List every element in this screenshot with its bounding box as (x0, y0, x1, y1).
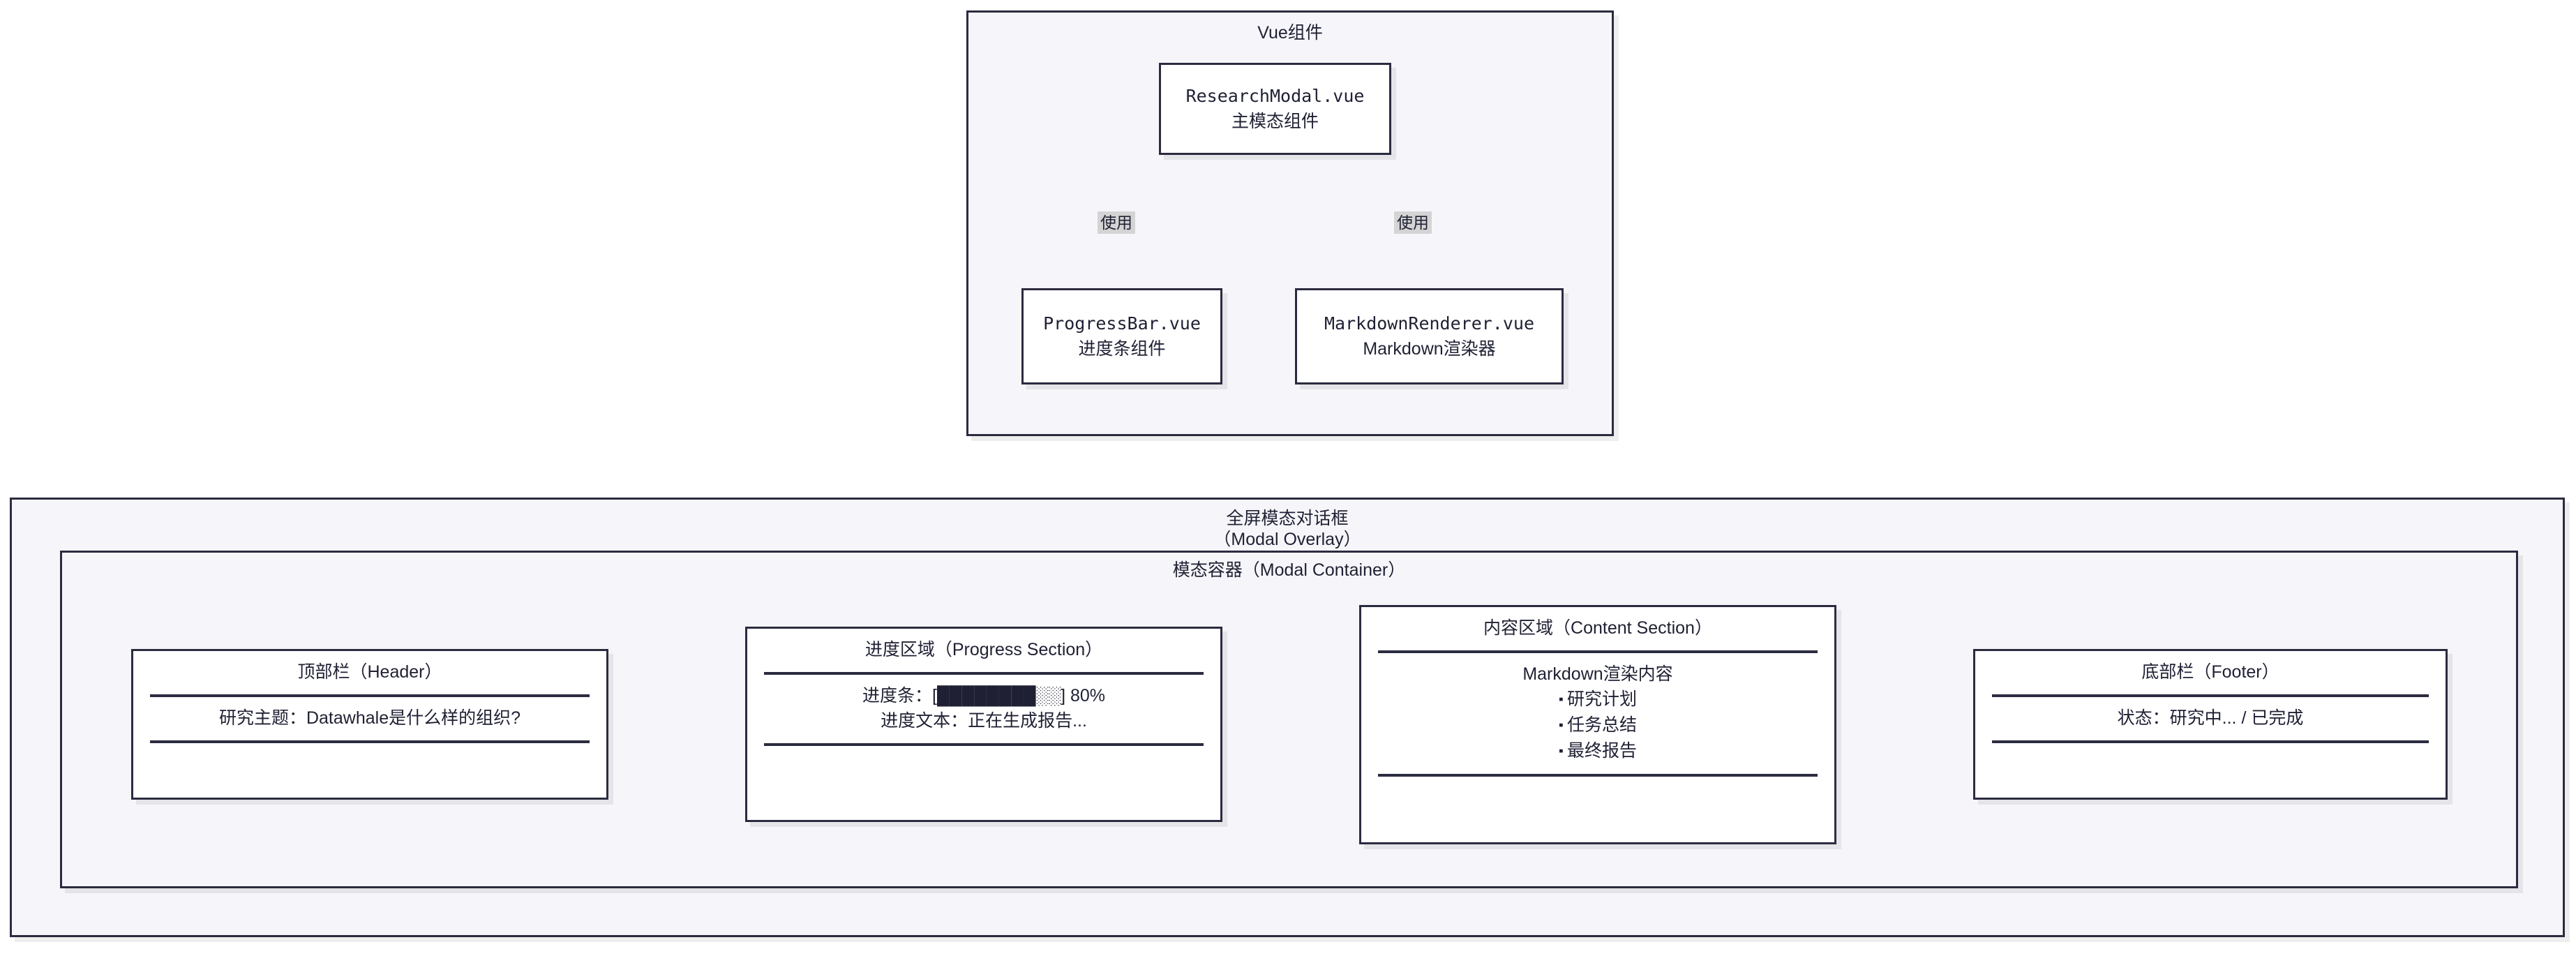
subgraph-vue-components-title: Vue组件 (1257, 23, 1323, 43)
node-progress-bar[interactable]: ProgressBar.vue 进度条组件 (1021, 288, 1222, 384)
section-footer-title: 底部栏（Footer） (2141, 662, 2279, 682)
section-footer-rule-top (1992, 694, 2429, 697)
section-footer[interactable]: 底部栏（Footer） 状态：研究中... / 已完成 (1973, 649, 2448, 800)
section-header-topic: 研究主题：Datawhale是什么样的组织? (218, 708, 521, 728)
section-progress-rule-top (764, 672, 1204, 675)
section-content-heading: Markdown渲染内容 (1522, 664, 1673, 684)
section-header-body: 研究主题：Datawhale是什么样的组织? (133, 697, 606, 740)
section-progress-body: 进度条：[████████░░] 80% 进度文本：正在生成报告... (747, 675, 1220, 743)
node-research-modal-desc: 主模态组件 (1231, 112, 1319, 131)
node-progress-bar-desc: 进度条组件 (1078, 339, 1166, 359)
section-content-bullet-1: 任务总结 (1374, 712, 1822, 738)
node-markdown-renderer-filename: MarkdownRenderer.vue (1324, 313, 1535, 334)
section-progress[interactable]: 进度区域（Progress Section） 进度条：[████████░░] … (745, 627, 1222, 822)
section-footer-rule-bottom (1992, 740, 2429, 743)
section-progress-rule-bottom (764, 743, 1204, 746)
node-progress-bar-filename: ProgressBar.vue (1043, 313, 1201, 334)
section-header-title: 顶部栏（Header） (297, 662, 442, 682)
section-content-bullet-0: 研究计划 (1374, 687, 1822, 712)
section-header[interactable]: 顶部栏（Header） 研究主题：Datawhale是什么样的组织? (131, 649, 608, 800)
section-content-title: 内容区域（Content Section） (1483, 618, 1712, 638)
subgraph-modal-overlay-title: 全屏模态对话框 （Modal Overlay） (1213, 509, 1361, 549)
node-research-modal-filename: ResearchModal.vue (1185, 86, 1365, 106)
edge-label-uses-progressbar: 使用 (1098, 211, 1135, 234)
section-header-rule-top (150, 694, 590, 697)
section-progress-title: 进度区域（Progress Section） (864, 640, 1103, 659)
progress-text-line: 进度文本：正在生成报告... (881, 711, 1087, 731)
section-content-bullet-2: 最终报告 (1374, 738, 1822, 764)
section-content-rule-bottom (1378, 774, 1818, 777)
section-header-rule-bottom (150, 740, 590, 743)
node-markdown-renderer-desc: Markdown渲染器 (1363, 339, 1496, 359)
node-research-modal[interactable]: ResearchModal.vue 主模态组件 (1159, 63, 1391, 155)
section-content-body: Markdown渲染内容 研究计划 任务总结 最终报告 (1361, 653, 1834, 774)
node-markdown-renderer[interactable]: MarkdownRenderer.vue Markdown渲染器 (1295, 288, 1564, 384)
edge-label-uses-markdownrenderer: 使用 (1394, 211, 1432, 234)
progress-bar-line: 进度条：[████████░░] 80% (862, 686, 1105, 705)
section-footer-body: 状态：研究中... / 已完成 (1975, 697, 2446, 740)
subgraph-modal-container-title: 模态容器（Modal Container） (1172, 560, 1406, 580)
section-content[interactable]: 内容区域（Content Section） Markdown渲染内容 研究计划 … (1359, 605, 1836, 844)
section-footer-status: 状态：研究中... / 已完成 (2117, 708, 2304, 728)
section-content-rule-top (1378, 650, 1818, 653)
